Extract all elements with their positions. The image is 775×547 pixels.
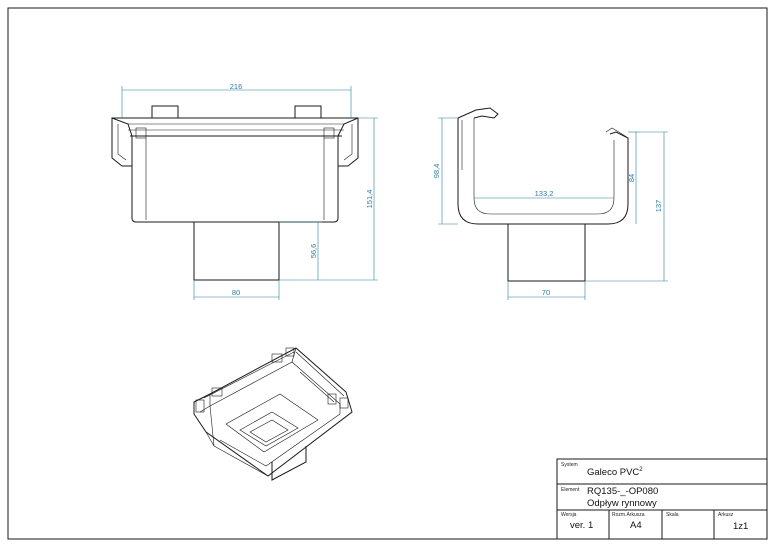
side-left-hook	[457, 107, 499, 119]
dim-side-outlet-width: 70	[542, 288, 550, 297]
version-label: Wersja	[561, 512, 577, 518]
iso-rim	[203, 351, 345, 399]
iso-front-wall	[213, 413, 341, 477]
sheet-size-label: Rozm.Arkusza	[612, 512, 645, 518]
iso-clip-left-2	[211, 387, 223, 397]
iso-outline	[193, 347, 353, 477]
system-label: System	[561, 462, 578, 468]
sheet-number-value: 1z1	[733, 521, 748, 532]
dim-side-height-total: 137	[654, 200, 663, 213]
side-profile-inner	[473, 118, 615, 215]
iso-outlet-pipe	[271, 446, 307, 481]
dim-front-height: 151,4	[365, 190, 374, 209]
dim-side-height-inner: 84	[627, 174, 636, 182]
iso-clip-right-2	[339, 397, 349, 409]
iso-outlet-opening	[239, 411, 299, 447]
element-code: RQ135-_-OP080	[587, 486, 658, 497]
dim-side-height-left: 98,4	[432, 164, 441, 179]
sheet-border	[7, 7, 768, 540]
side-view: 133,2 98,4 84 137 70	[432, 107, 668, 300]
dim-front-width: 216	[230, 82, 243, 91]
front-outlet	[193, 221, 280, 281]
front-inner-clip-right	[323, 127, 335, 139]
element-name: Odpływ rynnowy	[587, 498, 657, 509]
scale-label: Skala	[666, 512, 679, 518]
side-profile-outer	[457, 118, 629, 225]
dim-front-outlet-width: 80	[232, 288, 240, 297]
iso-back-wall	[209, 347, 297, 407]
iso-right-wall	[291, 361, 341, 414]
sheet-number-label: Arkusz	[718, 512, 734, 518]
dim-side-inner-width: 133,2	[535, 189, 554, 198]
element-label: Element	[561, 487, 580, 493]
front-left-ear	[111, 117, 133, 167]
iso-clip-right-1	[327, 393, 337, 405]
side-outlet	[507, 223, 586, 282]
side-right-bead	[605, 127, 629, 139]
sheet-size-value: A4	[630, 520, 642, 531]
title-block: System Galeco PVC2 Element RQ135-_-OP080…	[556, 458, 768, 540]
iso-left-wall	[199, 405, 215, 447]
dim-front-outlet-height: 56,6	[309, 244, 318, 259]
iso-clip-left-1	[195, 399, 205, 413]
front-right-ear	[337, 117, 359, 167]
front-inner-clip-left	[135, 127, 147, 139]
front-top-clip-left	[151, 105, 179, 119]
version-value: ver. 1	[570, 520, 593, 531]
front-top-clip-right	[294, 105, 322, 119]
isometric-view	[193, 347, 353, 481]
front-left-ear-inner	[117, 124, 127, 161]
front-body	[131, 136, 339, 223]
system-value: Galeco PVC2	[587, 467, 643, 478]
front-right-ear-inner	[343, 124, 353, 161]
front-view: 216 151,4 56,6 80	[111, 82, 378, 300]
iso-floor	[225, 393, 319, 453]
